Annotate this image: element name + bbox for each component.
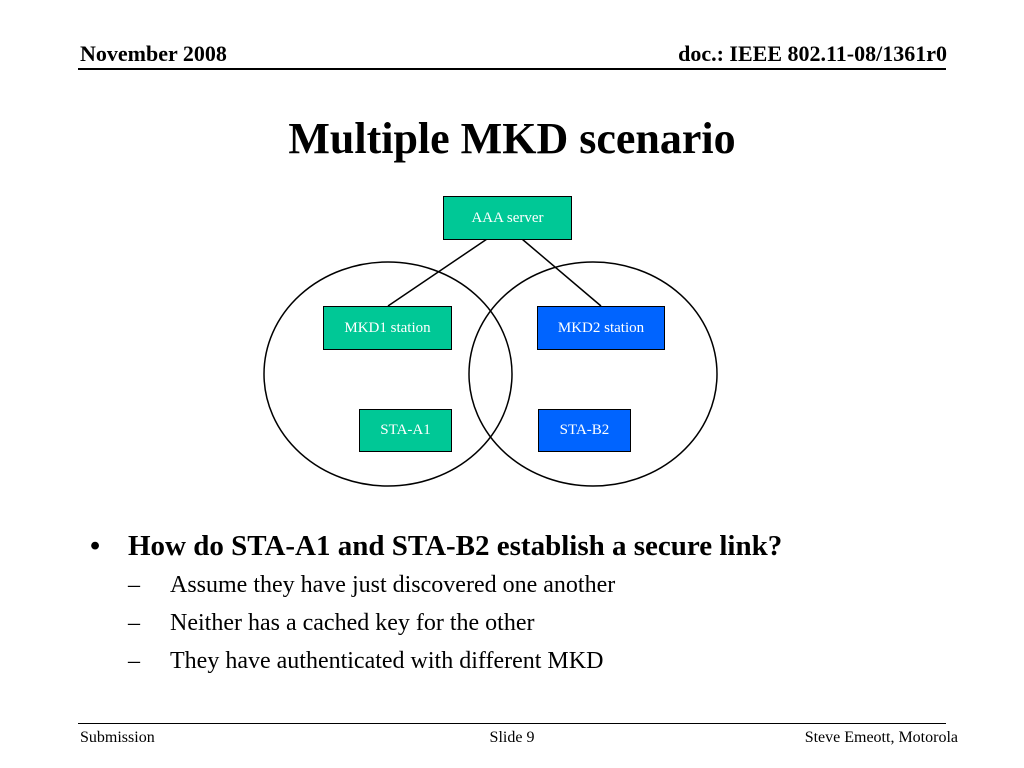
sub-bullet-dash: – — [128, 610, 140, 636]
aaa-to-mkd2-link — [521, 238, 602, 307]
sub-bullet: – They have authenticated with different… — [90, 642, 950, 680]
bullet-main-text: How do STA-A1 and STA-B2 establish a sec… — [128, 530, 783, 562]
footer-author: Steve Emeott, Motorola — [804, 729, 958, 746]
header-date: November 2008 — [80, 41, 227, 66]
footer-rule — [78, 723, 946, 724]
slide-title: Multiple MKD scenario — [288, 114, 736, 163]
header-rule — [78, 68, 946, 70]
aaa-server-box: AAA server — [443, 196, 572, 240]
footer-slide-number: Slide 9 — [489, 729, 535, 746]
sub-bullet-text: They have authenticated with different M… — [170, 648, 604, 674]
mkd2-station-box: MKD2 station — [537, 306, 665, 350]
aaa-to-mkd1-link — [387, 238, 488, 307]
mkd2-domain-ellipse — [468, 261, 718, 487]
sub-bullet-dash: – — [128, 648, 140, 674]
bullet-list: • How do STA-A1 and STA-B2 establish a s… — [90, 526, 950, 680]
bullet-main: • How do STA-A1 and STA-B2 establish a s… — [90, 526, 950, 566]
sub-bullet: – Assume they have just discovered one a… — [90, 566, 950, 604]
sub-bullet-dash: – — [128, 572, 140, 598]
sub-bullet-text: Assume they have just discovered one ano… — [170, 572, 616, 598]
sub-bullet: – Neither has a cached key for the other — [90, 604, 950, 642]
sta-b2-box: STA-B2 — [538, 409, 631, 452]
sub-bullet-text: Neither has a cached key for the other — [170, 610, 535, 636]
mkd1-domain-ellipse — [263, 261, 513, 487]
sta-a1-box: STA-A1 — [359, 409, 452, 452]
bullet-dot: • — [90, 530, 101, 562]
mkd1-station-box: MKD1 station — [323, 306, 452, 350]
header-doc-id: doc.: IEEE 802.11-08/1361r0 — [678, 41, 947, 66]
footer-submission: Submission — [80, 729, 155, 746]
